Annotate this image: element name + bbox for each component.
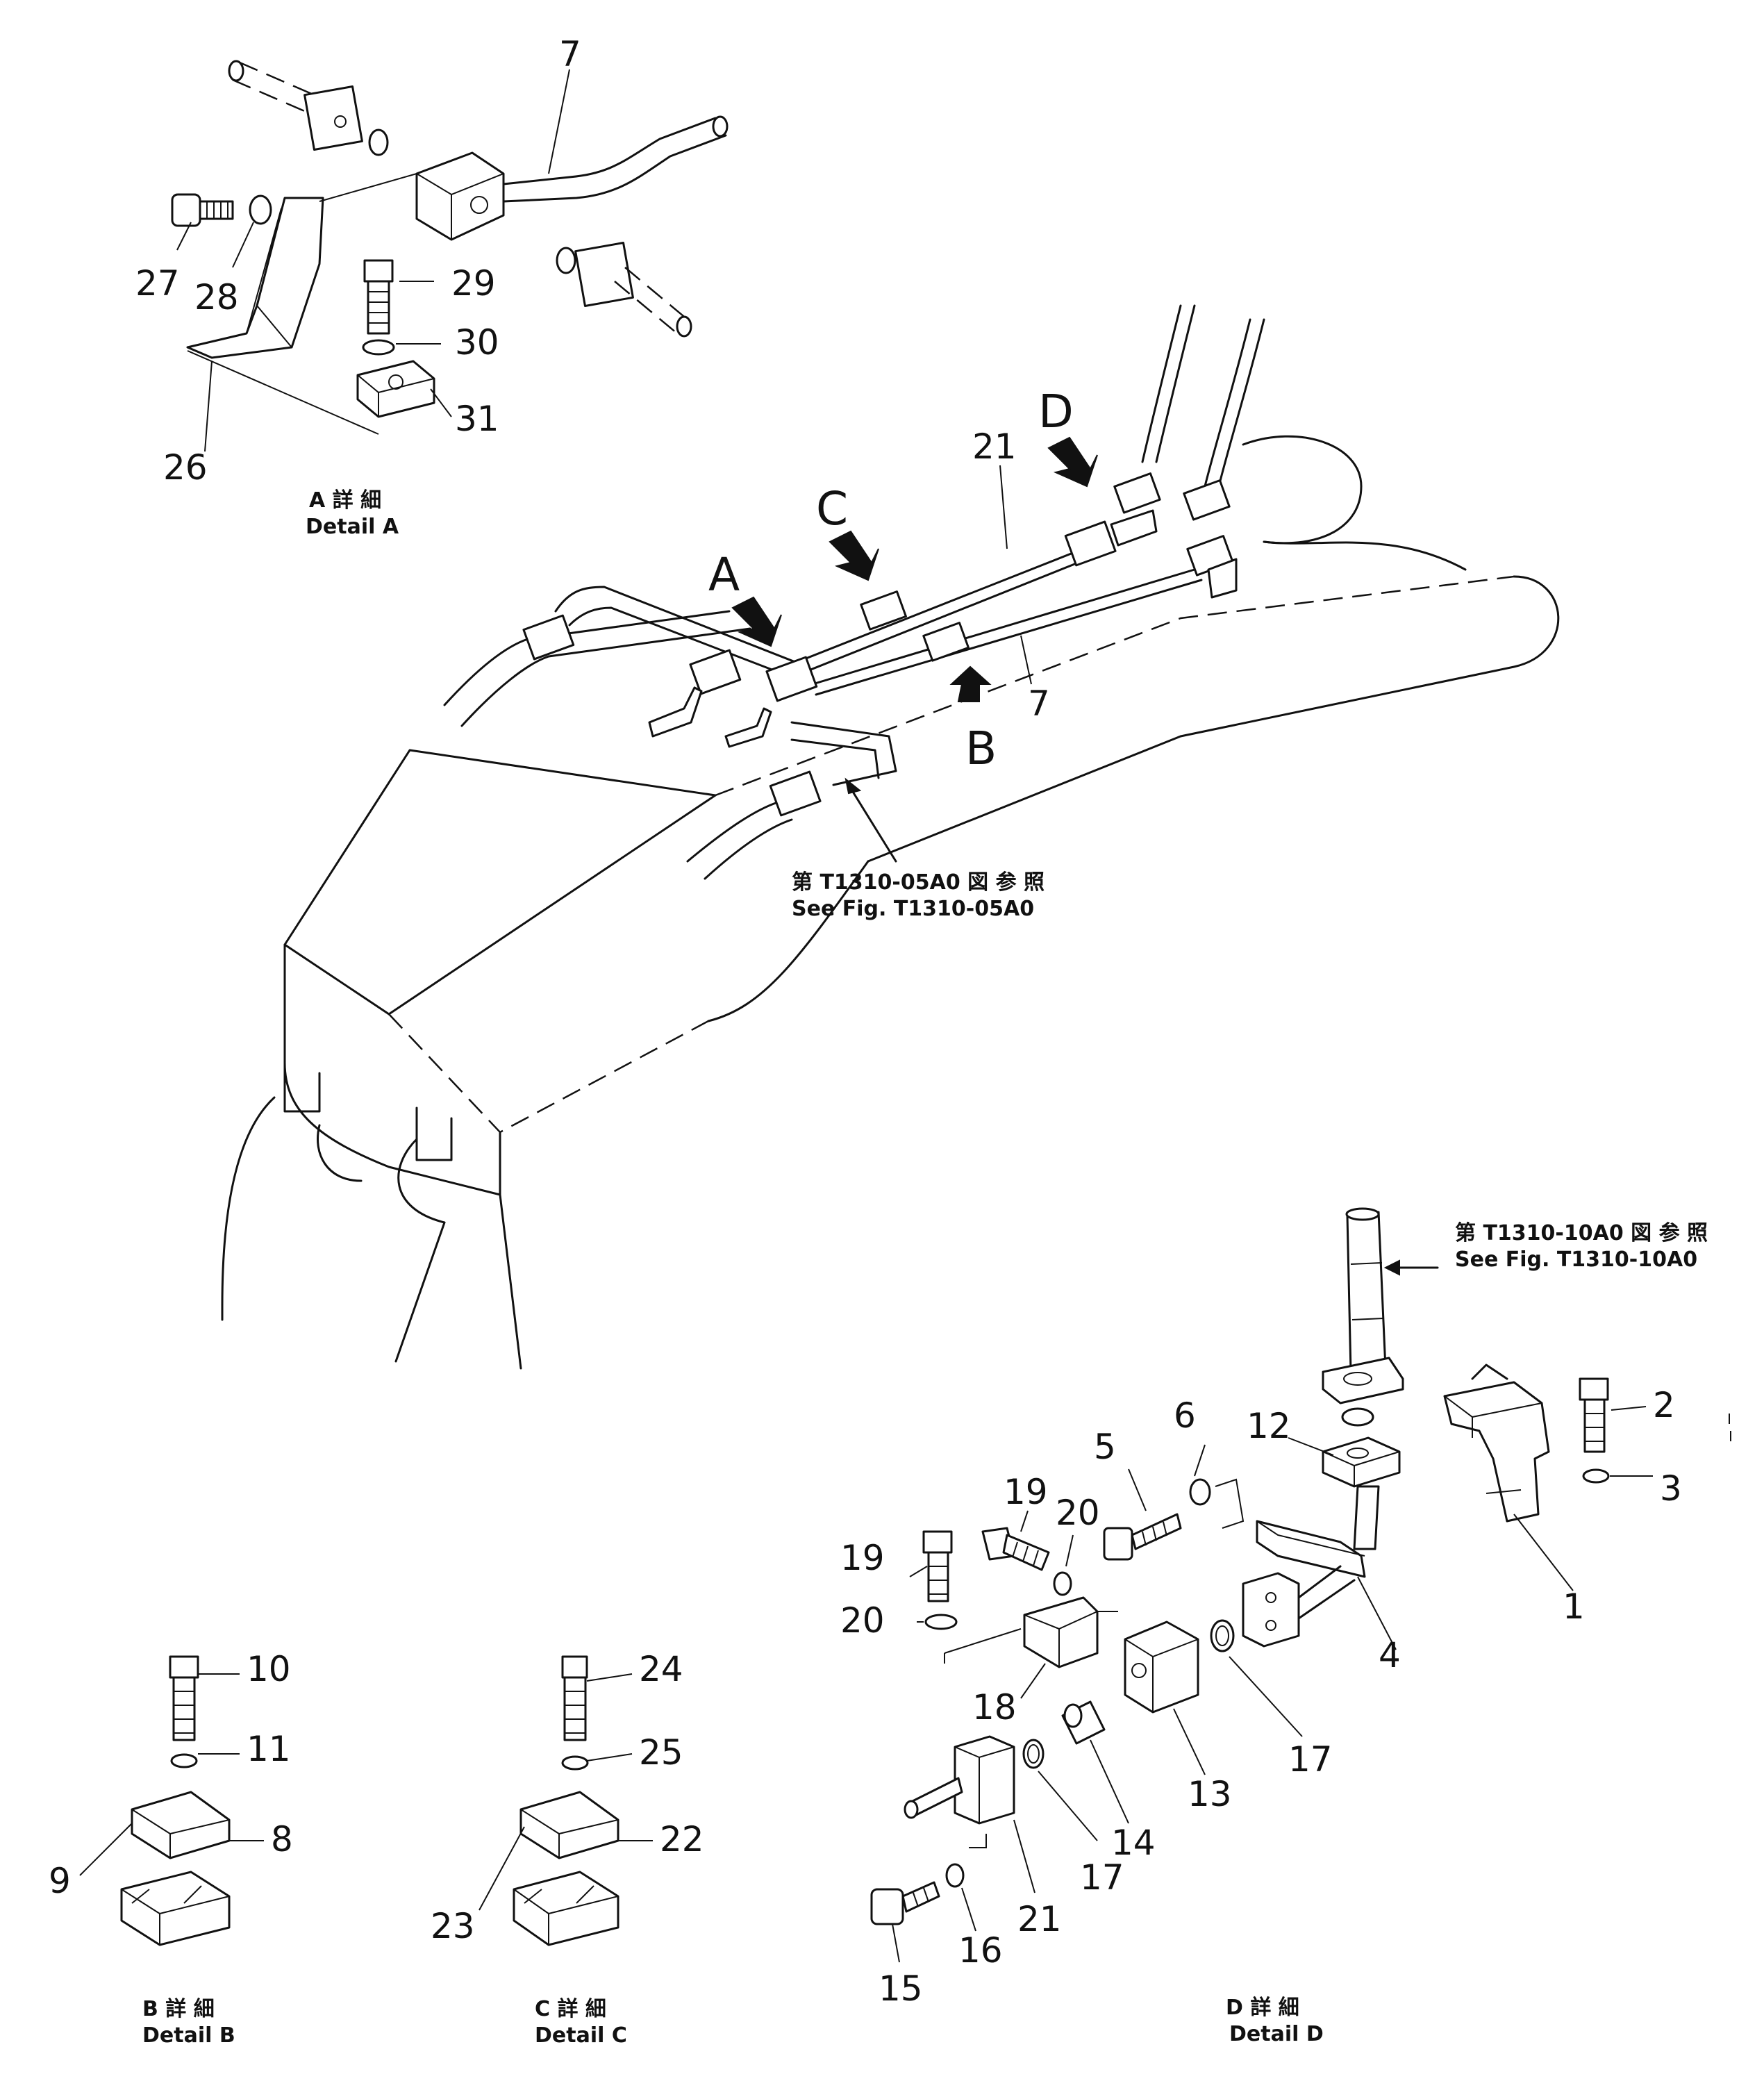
callout-19-lower: 19	[840, 1538, 885, 1578]
detail-a	[171, 60, 729, 452]
callout-a-7: 7	[559, 34, 581, 74]
view-arrow-c	[829, 530, 879, 581]
callout-17-lower: 17	[1080, 1857, 1124, 1898]
view-label-b: B	[965, 722, 997, 775]
callout-21: 21	[1017, 1899, 1062, 1939]
callout-30: 30	[455, 322, 499, 363]
callout-13: 13	[1188, 1774, 1232, 1814]
callout-8: 8	[271, 1819, 293, 1859]
detail-d-caption-jp: D 詳 細	[1226, 1996, 1299, 2020]
callout-20-lower: 20	[840, 1600, 885, 1641]
callout-17-upper: 17	[1288, 1739, 1333, 1780]
callout-27: 27	[135, 263, 180, 304]
callout-3: 3	[1660, 1468, 1682, 1509]
callout-5: 5	[1094, 1427, 1116, 1467]
callout-20-upper: 20	[1056, 1493, 1100, 1533]
ref-fig-05a0-en: See Fig. T1310-05A0	[792, 897, 1034, 921]
detail-d-caption-en: Detail D	[1229, 2022, 1324, 2046]
callout-9: 9	[49, 1861, 71, 1901]
view-arrows	[731, 436, 1098, 863]
detail-b-caption-jp: B 詳 細	[142, 1997, 215, 2021]
callout-1: 1	[1563, 1586, 1585, 1627]
callout-4: 4	[1379, 1635, 1401, 1675]
pipe-callout-21: 21	[972, 426, 1017, 467]
callout-28: 28	[194, 277, 239, 317]
detail-c-caption-jp: C 詳 細	[535, 1997, 606, 2021]
callout-12: 12	[1247, 1406, 1291, 1446]
view-arrow-a	[731, 596, 782, 647]
ref-fig-10a0-en: See Fig. T1310-10A0	[1455, 1248, 1697, 1272]
callout-31: 31	[455, 399, 499, 439]
detail-a-caption-en: Detail A	[306, 515, 399, 539]
callout-15: 15	[879, 1968, 923, 2009]
callout-23: 23	[431, 1906, 475, 1946]
callout-14: 14	[1111, 1823, 1156, 1863]
ref-fig-10a0-jp: 第 T1310-10A0 図 参 照	[1455, 1221, 1708, 1245]
callout-22: 22	[660, 1819, 704, 1859]
callout-10: 10	[247, 1649, 291, 1689]
detail-b	[79, 1655, 264, 1946]
callout-2: 2	[1653, 1385, 1675, 1425]
callout-6: 6	[1174, 1395, 1196, 1436]
callout-29: 29	[451, 263, 496, 304]
detail-d	[870, 1207, 1731, 1963]
callout-26: 26	[163, 447, 208, 488]
detail-c-caption-en: Detail C	[535, 2023, 627, 2048]
view-label-a: A	[708, 548, 740, 602]
view-arrow-d	[1047, 436, 1098, 488]
pipe-callout-7: 7	[1028, 683, 1050, 724]
ref-fig-05a0-jp: 第 T1310-05A0 図 参 照	[792, 870, 1045, 895]
callout-25: 25	[639, 1732, 683, 1773]
view-label-d: D	[1038, 385, 1074, 438]
callout-11: 11	[247, 1729, 291, 1769]
callout-24: 24	[639, 1649, 683, 1689]
boom-body	[221, 435, 1560, 1370]
pipe-assembly	[443, 304, 1265, 880]
detail-c	[479, 1655, 653, 1946]
detail-b-caption-en: Detail B	[142, 2023, 235, 2048]
callout-18: 18	[972, 1687, 1017, 1727]
callout-19-upper: 19	[1004, 1472, 1048, 1512]
callout-16: 16	[958, 1930, 1003, 1971]
view-arrow-b	[949, 665, 992, 702]
view-label-c: C	[816, 482, 848, 536]
detail-a-caption-jp: A 詳 細	[309, 488, 381, 513]
